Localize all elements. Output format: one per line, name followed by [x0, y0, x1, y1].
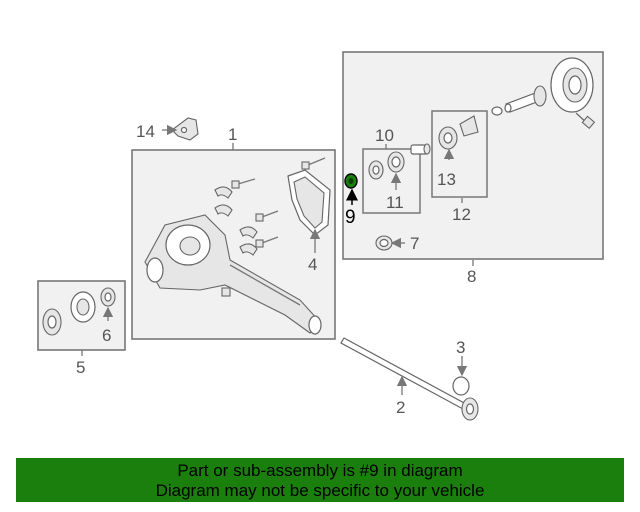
- callout-11[interactable]: 11: [386, 193, 404, 212]
- callout-10[interactable]: 10: [375, 126, 394, 145]
- callout-12[interactable]: 12: [452, 205, 471, 224]
- callout-2[interactable]: 2: [396, 398, 405, 417]
- callout-13[interactable]: 13: [437, 170, 456, 189]
- pinion-gear: [504, 85, 547, 113]
- housing-bolts: [231, 157, 326, 248]
- callout-5[interactable]: 5: [76, 358, 85, 377]
- ring-gear: [550, 57, 594, 113]
- cover-gasket-4: [287, 169, 331, 236]
- drain-plug: [221, 287, 231, 297]
- bearing-caps: [214, 186, 258, 256]
- sub-box-10: [362, 148, 421, 214]
- o-ring-3: [452, 376, 470, 396]
- callout-14[interactable]: 14: [136, 122, 155, 141]
- pinion-mate-gear: [459, 115, 479, 137]
- cross-pin: [410, 143, 431, 155]
- callout-6[interactable]: 6: [102, 326, 111, 345]
- callout-8[interactable]: 8: [467, 267, 476, 286]
- side-gear-13: [438, 126, 458, 150]
- info-banner: Part or sub-assembly is #9 in diagram Di…: [16, 458, 624, 502]
- spacer-7: [375, 235, 393, 251]
- callout-3[interactable]: 3: [456, 338, 465, 357]
- callout-7[interactable]: 7: [410, 234, 419, 253]
- sub-box-12: [431, 110, 488, 198]
- callout-1[interactable]: 1: [228, 125, 237, 144]
- ring-gear-bolt: [575, 112, 596, 130]
- axle-bearing-seal: [42, 287, 116, 336]
- axle-housing: [144, 214, 322, 335]
- bearing-10: [368, 151, 405, 180]
- small-washer: [491, 106, 503, 116]
- callout-9[interactable]: 9: [345, 207, 356, 228]
- bracket-14: [171, 117, 199, 141]
- axle-shaft-2: [340, 337, 479, 421]
- oil-seal-9: [344, 173, 358, 189]
- banner-line-2: Diagram may not be specific to your vehi…: [155, 481, 485, 500]
- callout-4[interactable]: 4: [308, 255, 317, 274]
- banner-line-1: Part or sub-assembly is #9 in diagram: [177, 461, 463, 480]
